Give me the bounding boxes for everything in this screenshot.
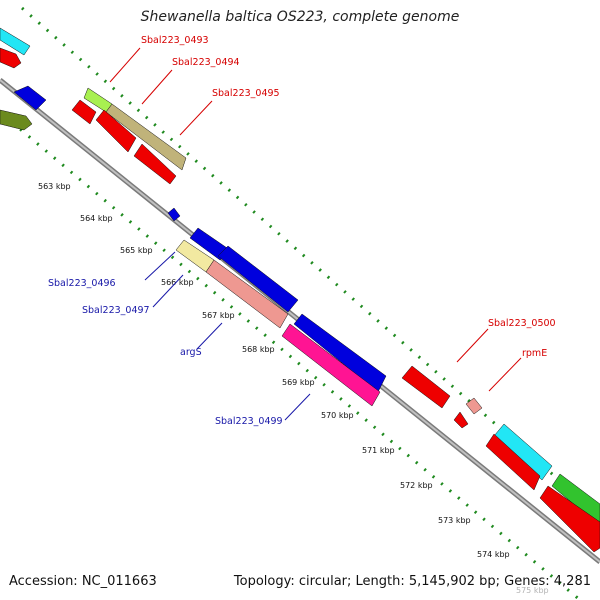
leader-line <box>109 47 141 83</box>
tick-label: 564 kbp <box>80 214 113 223</box>
feature-red-top[interactable] <box>0 47 22 69</box>
accession-text: Accession: NC_011663 <box>9 574 157 589</box>
leader-line <box>152 274 184 308</box>
feature-0495-a[interactable] <box>95 109 137 153</box>
leader-line <box>179 100 213 136</box>
feature-argS[interactable] <box>205 259 289 329</box>
tick-label: 563 kbp <box>38 182 71 191</box>
gene-label-sbal223-0500[interactable]: Sbal223_0500 <box>488 318 556 329</box>
feature-red-small[interactable] <box>453 411 469 429</box>
feature-red-right-2[interactable] <box>539 485 600 553</box>
tick-label: 570 kbp <box>321 411 354 420</box>
feature-track <box>0 27 600 553</box>
tick-label: 566 kbp <box>161 278 194 287</box>
leader-line <box>144 251 176 281</box>
leader-line <box>488 357 522 392</box>
leader-line <box>284 393 311 421</box>
tick-label: 569 kbp <box>282 378 315 387</box>
feature-blue-small[interactable] <box>167 207 181 222</box>
gene-label-sbal223-0495[interactable]: Sbal223_0495 <box>212 88 280 99</box>
feature-0494[interactable] <box>105 103 187 171</box>
tick-label: 573 kbp <box>438 516 471 525</box>
gene-label-sbal223-0499[interactable]: Sbal223_0499 <box>215 416 283 427</box>
tick-label: 568 kbp <box>242 345 275 354</box>
gene-label-args[interactable]: argS <box>180 347 202 358</box>
feature-0495-b[interactable] <box>133 143 177 185</box>
feature-0500[interactable] <box>401 365 451 409</box>
feature-0499[interactable] <box>281 323 381 407</box>
feature-cyan-top[interactable] <box>0 27 31 56</box>
feature-rpmE[interactable] <box>465 397 483 415</box>
leader-line <box>196 322 223 350</box>
gene-label-rpme[interactable]: rpmE <box>522 348 547 359</box>
tick-label: 565 kbp <box>120 246 153 255</box>
tick-labels: 563 kbp 564 kbp 565 kbp 566 kbp 567 kbp … <box>38 182 549 595</box>
feature-red-0493b[interactable] <box>71 99 97 125</box>
leader-lines <box>109 47 522 421</box>
feature-blue-mid[interactable] <box>217 245 299 313</box>
tick-label: 571 kbp <box>362 446 395 455</box>
map-title: Shewanella baltica OS223, complete genom… <box>140 9 460 25</box>
tick-label: 567 kbp <box>202 311 235 320</box>
feature-blue-left[interactable] <box>13 85 47 111</box>
gene-label-sbal223-0493[interactable]: Sbal223_0493 <box>141 35 209 46</box>
gene-label-sbal223-0494[interactable]: Sbal223_0494 <box>172 57 240 68</box>
leader-line <box>456 328 489 363</box>
tick-label: 575 kbp <box>516 586 549 595</box>
gene-label-sbal223-0496[interactable]: Sbal223_0496 <box>48 278 116 289</box>
tick-label: 572 kbp <box>400 481 433 490</box>
feature-dark-olive[interactable] <box>0 109 33 131</box>
inner-dotted-ring <box>0 110 581 600</box>
gene-label-sbal223-0497[interactable]: Sbal223_0497 <box>82 305 150 316</box>
feature-red-right-1[interactable] <box>485 433 541 491</box>
leader-line <box>141 69 173 105</box>
summary-text: Topology: circular; Length: 5,145,902 bp… <box>233 574 591 589</box>
tick-label: 574 kbp <box>477 550 510 559</box>
gene-labels: Sbal223_0493 Sbal223_0494 Sbal223_0495 S… <box>48 35 556 427</box>
